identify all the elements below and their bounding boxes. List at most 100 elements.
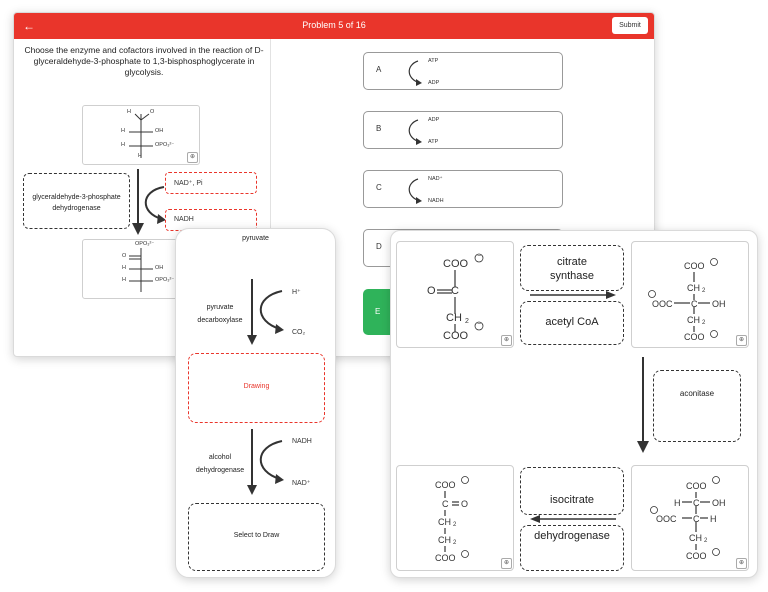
pane-divider [270,39,271,356]
atom-label: COO [684,332,705,342]
option-top-label: ATP [428,58,439,64]
atom-label: OH [155,128,164,134]
cofactor-bottom-label: NADH [174,216,194,223]
atom-label: OH [155,265,164,271]
cofactor-label: acetyl CoA [545,316,599,328]
cofactor-top-label: NAD⁺, Pi [174,180,203,187]
cofactor-in-2: NADH [292,438,312,445]
atom-label: CH [687,315,700,325]
zoom-icon[interactable]: ⊕ [736,335,747,346]
option-letter: E [375,307,381,316]
option-bottom-label: ADP [428,80,440,86]
submit-button[interactable]: Submit [612,17,648,34]
option-c[interactable]: C NAD⁺ NADH [363,170,563,208]
reaction-arrow-1 [247,279,284,345]
enzyme-line1: isocitrate [549,494,595,506]
atom-label: H [127,109,131,115]
atom-label: C [691,299,698,309]
enzyme-aconitase-box[interactable]: aconitase [653,370,741,442]
atom-label: COO [686,481,707,491]
atom-label: OOC [652,299,673,309]
zoom-icon[interactable]: ⊕ [501,335,512,346]
select-to-draw-box[interactable]: Select to Draw [188,503,325,571]
header-bar: ← Problem 5 of 16 Submit [14,13,654,39]
enzyme-name-line1: glyceraldehyde-3-phosphate [32,194,121,201]
substrate-drawing [129,113,153,158]
isocitrate-drawing [650,476,720,556]
zoom-icon[interactable]: ⊕ [187,152,198,163]
pyruvate-label: pyruvate [242,235,269,242]
citrate-drawing [648,258,718,338]
drawing-box[interactable]: Drawing [188,353,325,423]
atom-label: OPO₃²⁻ [155,142,175,148]
curved-arrow-icon [408,60,422,86]
enzyme-box[interactable]: glyceraldehyde-3-phosphate dehydrogenase [23,173,130,229]
option-bottom-label: ATP [428,139,439,145]
enzyme1-line2: decarboxylase [197,317,243,324]
atom-label: CH [687,283,700,293]
cofactor-acetyl-coa-box[interactable]: acetyl CoA [520,301,624,345]
reaction-arrow-2 [247,429,284,495]
atom-label: CH [438,535,451,545]
back-arrow-icon[interactable]: ← [23,19,35,33]
option-letter: A [376,65,382,74]
atom-label: C [693,498,700,508]
atom-label: O [122,253,127,259]
atom-label: H [138,153,142,159]
enzyme1-line1: pyruvate [206,304,234,311]
atom-label: O [150,109,155,115]
atom-label: COO [684,261,705,271]
atom-label: COO [686,551,707,561]
atom-label: COO [435,480,456,490]
reaction-arrow [132,169,166,235]
enzyme-citrate-synthase-box[interactable]: citrate synthase [520,245,624,291]
substrate-structure: H O H OH H OPO₃²⁻ H ⊕ [82,105,200,165]
atom-label: H [122,277,126,283]
enzyme-line2: synthase [549,270,595,282]
atom-label: OH [712,299,726,309]
tca-panel: COO − O C CH 2 COO − ⊕ citrate synthase … [390,230,758,578]
option-b[interactable]: B ADP ATP [363,111,563,149]
enzyme2-line1: alcohol [208,454,232,461]
cofactor-top-box[interactable]: NAD⁺, Pi [165,172,257,194]
atom-label: 2 [702,288,706,294]
zoom-icon[interactable]: ⊕ [736,558,747,569]
drawing-label: Drawing [243,383,270,390]
atom-label: H [674,498,681,508]
alpha-ketoglutarate-drawing [444,476,469,558]
atom-label: C [693,514,700,524]
option-top-label: NAD⁺ [428,176,443,182]
enzyme-label: aconitase [679,389,715,398]
atom-label: O [427,285,436,297]
atom-label: OPO₃²⁻ [135,241,155,247]
atom-label: H [121,128,125,134]
forward-arrow [530,291,616,299]
atom-label: COO [443,258,469,270]
citrate-structure: COO CH 2 OOC C OH CH 2 COO ⊕ [631,241,749,348]
atom-label: H [122,265,126,271]
down-arrow [637,357,649,453]
cofactor-out-2: NAD⁺ [292,480,311,487]
option-letter: C [376,183,382,192]
atom-label: O [461,499,469,509]
enzyme-name-line2: dehydrogenase [52,205,101,212]
option-a[interactable]: A ATP ADP [363,52,563,90]
zoom-icon[interactable]: ⊕ [501,558,512,569]
atom-label: 2 [704,538,708,544]
enzyme2-line2: dehydrogenase [195,467,245,474]
atom-label: 2 [453,540,457,546]
enzyme-line1: citrate [557,256,587,268]
curved-arrow-icon [408,119,422,145]
atom-label: OOC [656,514,677,524]
atom-label: 2 [453,522,457,528]
problem-counter: Problem 5 of 16 [302,20,366,30]
enzyme-line2: dehydrogenase [534,530,610,542]
cofactor-isocitrate-box[interactable]: dehydrogenase [520,525,624,571]
charge-label: − [477,321,482,328]
enzyme-isocitrate-box[interactable]: isocitrate [520,467,624,515]
select-to-draw-label: Select to Draw [233,532,280,539]
fermentation-panel: pyruvate pyruvate decarboxylase H⁺ CO₂ D… [175,228,336,578]
oxaloacetate-structure: COO − O C CH 2 COO − ⊕ [396,241,514,348]
atom-label: C [442,499,449,509]
option-top-label: ADP [428,117,440,123]
